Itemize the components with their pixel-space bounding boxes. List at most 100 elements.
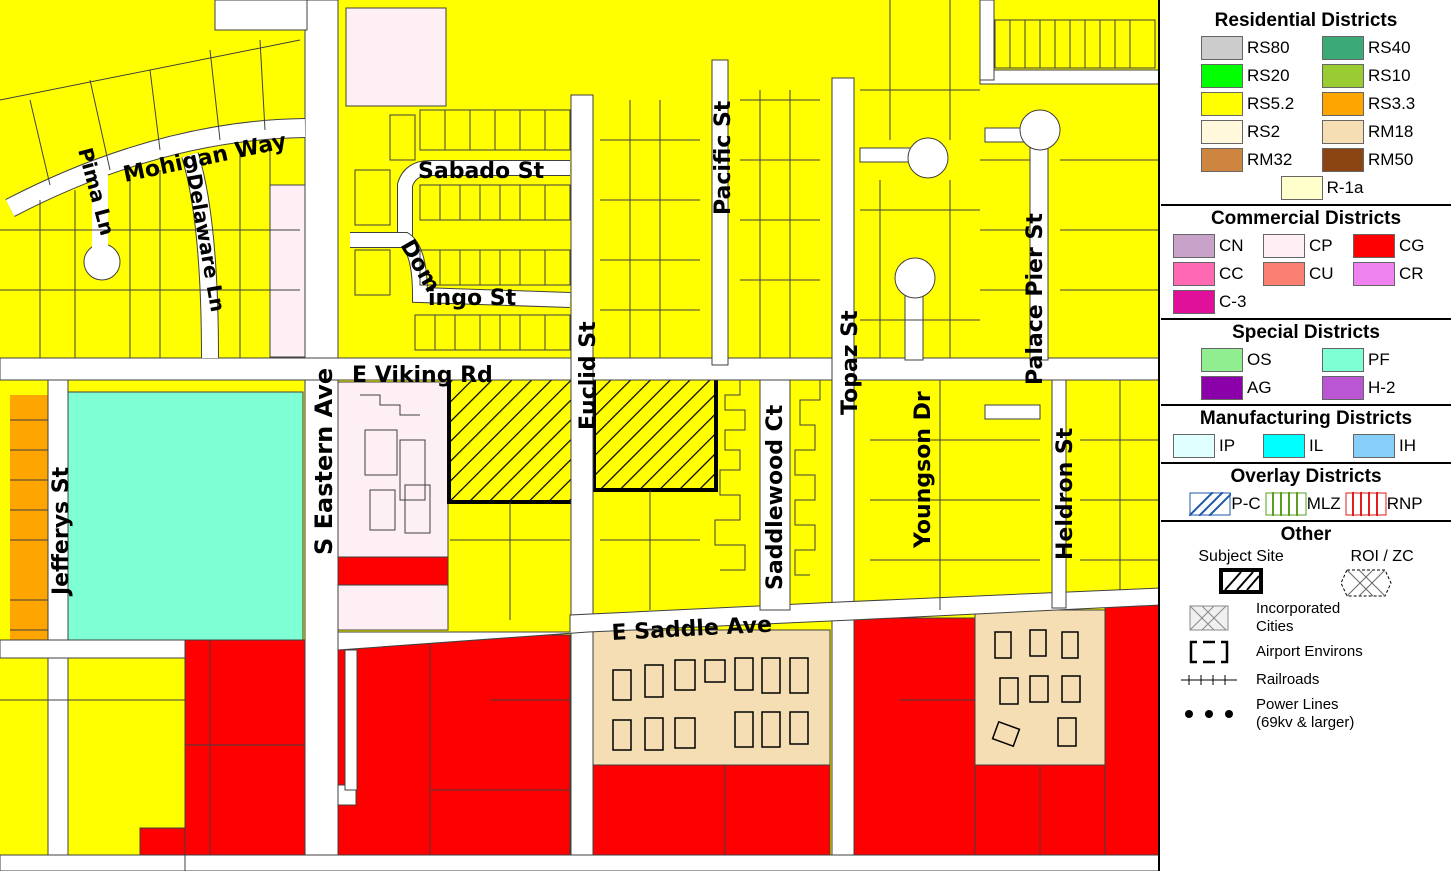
commercial-title: Commercial Districts	[1210, 208, 1402, 229]
railroad-symbol	[1180, 675, 1237, 685]
legend-swatch	[1322, 64, 1364, 88]
rs33-zone	[10, 395, 48, 655]
special-title: Special Districts	[1232, 322, 1380, 343]
legend-item-rm32: RM32	[1201, 148, 1322, 172]
subject-site-symbol	[1219, 568, 1263, 594]
subject-site-east[interactable]	[592, 372, 718, 492]
legend-item-rs40: RS40	[1322, 36, 1443, 60]
subject-site-west[interactable]	[447, 376, 575, 504]
legend-label: AG	[1247, 378, 1272, 397]
legend-swatch	[1201, 120, 1243, 144]
legend-label: IL	[1309, 436, 1324, 455]
legend-swatch	[1322, 376, 1364, 400]
legend-item-c3: C-3	[1173, 290, 1263, 314]
cp-zone-west	[269, 184, 309, 358]
legend-label: RNP	[1386, 494, 1423, 513]
legend-swatch	[1201, 148, 1243, 172]
legend-item-mlz: MLZ	[1265, 492, 1341, 516]
manufacturing-title: Manufacturing Districts	[1199, 408, 1413, 429]
legend-swatch	[1173, 262, 1215, 286]
legend-label: MLZ	[1306, 494, 1341, 513]
legend-label: RS40	[1368, 38, 1411, 57]
legend-swatch	[1263, 234, 1305, 258]
legend-item-rs10: RS10	[1322, 64, 1443, 88]
cities-label: Cities	[1256, 618, 1294, 635]
pacific-label: Pacific St	[711, 100, 736, 215]
rnp-swatch	[1345, 492, 1387, 516]
power-line-symbol	[1184, 710, 1233, 718]
manufacturing-section: Manufacturing Districts IP IL IH	[1161, 406, 1451, 464]
pf-zone	[67, 391, 304, 645]
legend-item-ih: IH	[1353, 434, 1443, 458]
legend-item-cp: CP	[1263, 234, 1353, 258]
legend-swatch	[1263, 262, 1305, 286]
topaz-label: Topaz St	[838, 310, 863, 415]
legend-label: CC	[1219, 264, 1244, 283]
legend-label: R-1a	[1326, 178, 1364, 197]
legend-item-rs52: RS5.2	[1201, 92, 1322, 116]
legend-item-rs20: RS20	[1201, 64, 1322, 88]
legend-label: RS5.2	[1247, 94, 1295, 113]
other-section: Other Subject Site ROI / ZC Incorporated…	[1161, 522, 1451, 734]
legend-label: OS	[1247, 350, 1272, 369]
overlay-row: P-C MLZ RNP	[1161, 488, 1451, 516]
legend-label: RM50	[1368, 150, 1414, 169]
incorporated-symbol	[1189, 605, 1228, 631]
legend-label: RS2	[1247, 122, 1281, 141]
legend-item-rs2: RS2	[1201, 120, 1322, 144]
jefferys-road	[47, 379, 69, 871]
roi-zc-symbol	[1340, 569, 1392, 597]
legend-swatch	[1280, 176, 1323, 200]
overlay-section: Overlay Districts P-C MLZ RNP	[1161, 464, 1451, 522]
euclid-label: Euclid St	[576, 321, 601, 430]
cp-zone-north	[345, 7, 447, 107]
legend-label: CP	[1309, 236, 1333, 255]
airport-label: Airport Environs	[1256, 643, 1363, 660]
legend-item-rm18: RM18	[1322, 120, 1443, 144]
overlay-title: Overlay Districts	[1230, 466, 1382, 487]
incorporated-label: Incorporated	[1256, 600, 1341, 617]
legend-swatch	[1201, 376, 1243, 400]
legend-swatch	[1322, 120, 1364, 144]
special-section: Special Districts OS PF AG H-2	[1161, 320, 1451, 406]
legend-label: CR	[1399, 264, 1424, 283]
legend-item-rs33: RS3.3	[1322, 92, 1443, 116]
legend-label: PF	[1368, 350, 1390, 369]
pc-swatch	[1189, 492, 1232, 516]
map-canvas: Mohigan Way Pima Ln Delaware Ln Sabado S…	[0, 0, 1158, 871]
heldron-label: Heldron St	[1053, 427, 1078, 560]
topaz-road	[831, 77, 855, 871]
legend-label: CN	[1219, 236, 1244, 255]
legend-item-cu: CU	[1263, 262, 1353, 286]
airport-row: Airport Environs	[1161, 638, 1451, 666]
saddlewood-label: Saddlewood Ct	[763, 404, 788, 590]
roi-zc-label: ROI / ZC	[1350, 548, 1414, 565]
mlz-swatch	[1265, 492, 1307, 516]
legend-item-cn: CN	[1173, 234, 1263, 258]
airport-symbol	[1189, 640, 1228, 664]
domingo-label-b: ingo St	[428, 286, 517, 311]
legend-item-rm50: RM50	[1322, 148, 1443, 172]
legend-item-h2: H-2	[1322, 376, 1443, 400]
legend-item-pf: PF	[1322, 348, 1443, 372]
legend-swatch	[1201, 348, 1243, 372]
cg-zone	[337, 556, 449, 586]
cg-zone	[1104, 604, 1158, 871]
legend-item-pc: P-C	[1189, 492, 1261, 516]
legend-item-rnp: RNP	[1345, 492, 1423, 516]
legend-item-rs80: RS80	[1201, 36, 1322, 60]
legend-label: IP	[1219, 436, 1236, 455]
legend-label: H-2	[1368, 378, 1396, 397]
legend-swatch	[1173, 290, 1215, 314]
legend-label: CU	[1309, 264, 1334, 283]
legend-item-os: OS	[1201, 348, 1322, 372]
legend-swatch	[1201, 64, 1243, 88]
eastern-label: S Eastern Ave	[310, 368, 338, 555]
legend-label: RS3.3	[1368, 94, 1416, 113]
special-grid: OS PF AG H-2	[1161, 344, 1451, 400]
zoning-map[interactable]: Mohigan Way Pima Ln Delaware Ln Sabado S…	[0, 0, 1160, 871]
